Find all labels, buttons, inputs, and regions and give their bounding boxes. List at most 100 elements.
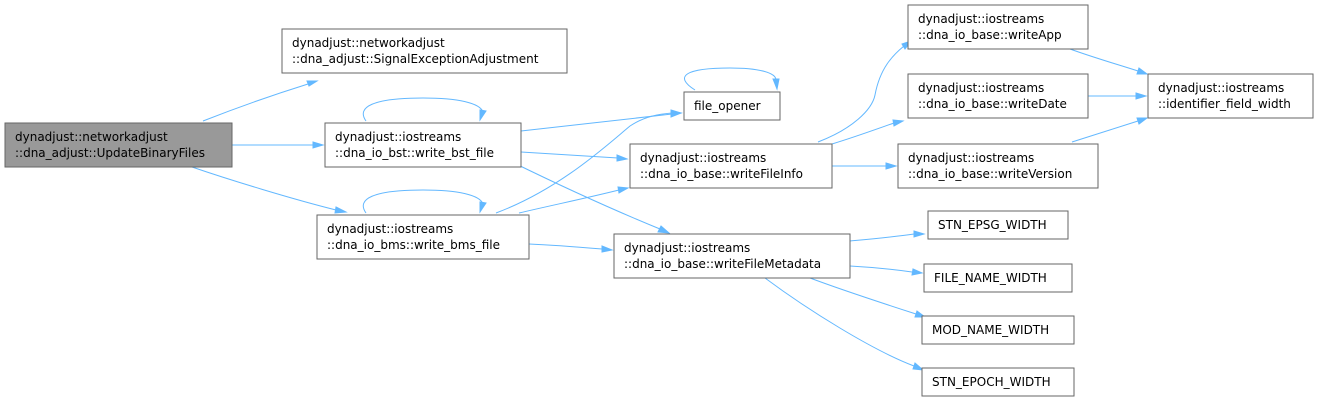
node-box [1147,73,1314,119]
edge-arrowhead [913,230,926,238]
node-label-line: dynadjust::networkadjust [15,130,168,144]
edge-arrowhead [601,245,614,253]
node-file-name-width[interactable]: FILE_NAME_WIDTH [923,263,1073,293]
edge-line [1069,48,1139,72]
edge-arrowhead [892,119,905,127]
node-label-line: dynadjust::iostreams [918,12,1044,26]
edge-line [520,113,673,132]
node-box [324,122,522,168]
edge-line [764,277,915,367]
node-write-version[interactable]: dynadjust::iostreams::dna_io_base::write… [897,143,1099,189]
node-label-line: ::dna_adjust::SignalExceptionAdjustment [292,52,539,66]
node-write-file-metadata[interactable]: dynadjust::iostreams::dna_io_base::write… [613,233,851,279]
edge-arrowhead [912,362,925,371]
edge-write-file-info-to-write-app [817,40,913,143]
node-write-bms-file[interactable]: dynadjust::iostreams::dna_io_bms::write_… [316,214,530,260]
edge-arrowhead [479,109,487,122]
node-label-line: dynadjust::iostreams [624,241,750,255]
node-label-line: ::dna_io_bms::write_bms_file [327,238,500,252]
edge-write-bms-file-to-write-file-metadata [528,243,614,253]
node-write-date[interactable]: dynadjust::iostreams::dna_io_base::write… [907,73,1089,119]
edge-write-file-metadata-to-stn-epsg-width [849,230,926,242]
edge-arrowhead [772,78,780,91]
node-box [613,233,851,279]
edge-line [849,233,915,242]
node-box [629,143,833,189]
edge-write-file-info-to-write-date [831,119,905,145]
node-label-line: dynadjust::networkadjust [292,36,445,50]
node-file-opener[interactable]: file_opener [683,91,781,121]
node-label-line: STN_EPOCH_WIDTH [932,375,1051,389]
node-label-line: ::dna_io_base::writeDate [918,97,1067,111]
edge-update-binary-files-to-write-bst-file [232,141,325,149]
edge-update-binary-files-to-signal-exception [202,80,319,122]
edge-update-binary-files-to-write-bms-file [191,166,348,214]
node-label-line: dynadjust::iostreams [640,151,766,165]
node-label-line: ::identifier_field_width [1158,97,1291,111]
edge-line [495,112,673,214]
edge-line [518,189,620,214]
node-update-binary-files[interactable]: dynadjust::networkadjust::dna_adjust::Up… [4,122,233,168]
node-label-line: dynadjust::iostreams [327,222,453,236]
edge-arrowhead [334,206,348,214]
node-write-file-info[interactable]: dynadjust::iostreams::dna_io_base::write… [629,143,833,189]
node-stn-epsg-width[interactable]: STN_EPSG_WIDTH [927,210,1069,240]
edge-line [520,151,619,159]
edge-line [684,67,777,91]
node-box [921,315,1075,345]
node-label-line: dynadjust::iostreams [335,130,461,144]
edge-write-bst-file-to-write-file-info [520,151,629,162]
node-identifier-field-width[interactable]: dynadjust::iostreams::identifier_field_w… [1147,73,1314,119]
edge-write-version-to-identifier-field-width [1071,117,1149,143]
node-box [281,28,568,74]
node-write-app[interactable]: dynadjust::iostreams::dna_io_base::write… [907,4,1089,50]
edge-file-opener-to-file-opener [684,67,780,91]
edge-arrowhead [1136,67,1149,75]
edge-line [809,277,917,315]
edge-write-bst-file-to-file-opener [520,110,683,132]
edge-write-bst-file-to-write-file-metadata [511,161,671,234]
node-label-line: ::dna_io_base::writeApp [918,28,1062,42]
edge-arrowhead [1135,92,1148,100]
node-label-line: FILE_NAME_WIDTH [934,271,1047,285]
edge-write-file-metadata-to-stn-epoch-width [764,277,925,371]
node-label-line: dynadjust::iostreams [908,151,1034,165]
node-label-line: MOD_NAME_WIDTH [932,323,1049,337]
node-box [927,210,1069,240]
edge-write-file-metadata-to-file-name-width [849,265,924,276]
edge-write-date-to-identifier-field-width [1087,92,1148,100]
node-signal-exception[interactable]: dynadjust::networkadjust::dna_adjust::Si… [281,28,568,74]
edge-write-file-info-to-write-version [832,162,898,170]
edge-write-file-metadata-to-mod-name-width [809,277,927,318]
node-box [4,122,233,168]
node-box [907,4,1089,50]
edge-line [191,166,337,211]
edge-write-bms-file-to-write-file-info [518,186,630,214]
edge-arrowhead [911,268,924,276]
node-write-bst-file[interactable]: dynadjust::iostreams::dna_io_bst::write_… [324,122,522,168]
edge-arrowhead [617,186,630,194]
node-box [316,214,530,260]
edge-arrowhead [670,109,683,117]
node-mod-name-width[interactable]: MOD_NAME_WIDTH [921,315,1075,345]
node-stn-epoch-width[interactable]: STN_EPOCH_WIDTH [921,367,1075,397]
edge-write-bms-file-to-file-opener [495,109,683,214]
edge-line [362,189,484,214]
nodes-layer: dynadjust::networkadjust::dna_adjust::Up… [4,4,1314,397]
edge-line [849,265,913,273]
edge-line [831,122,895,145]
edge-line [202,83,309,122]
edge-write-bst-file-to-write-bst-file [362,97,487,122]
node-label-line: ::dna_adjust::UpdateBinaryFiles [15,146,205,160]
node-label-line: ::dna_io_bst::write_bst_file [335,146,494,160]
edge-line [1071,120,1139,143]
node-label-line: file_opener [694,99,761,113]
node-box [897,143,1099,189]
edge-arrowhead [306,80,319,87]
node-label-line: dynadjust::iostreams [1158,81,1284,95]
edge-line [528,243,603,250]
node-label-line: STN_EPSG_WIDTH [938,218,1047,232]
edge-line [817,45,905,143]
edge-arrowhead [1136,117,1149,125]
